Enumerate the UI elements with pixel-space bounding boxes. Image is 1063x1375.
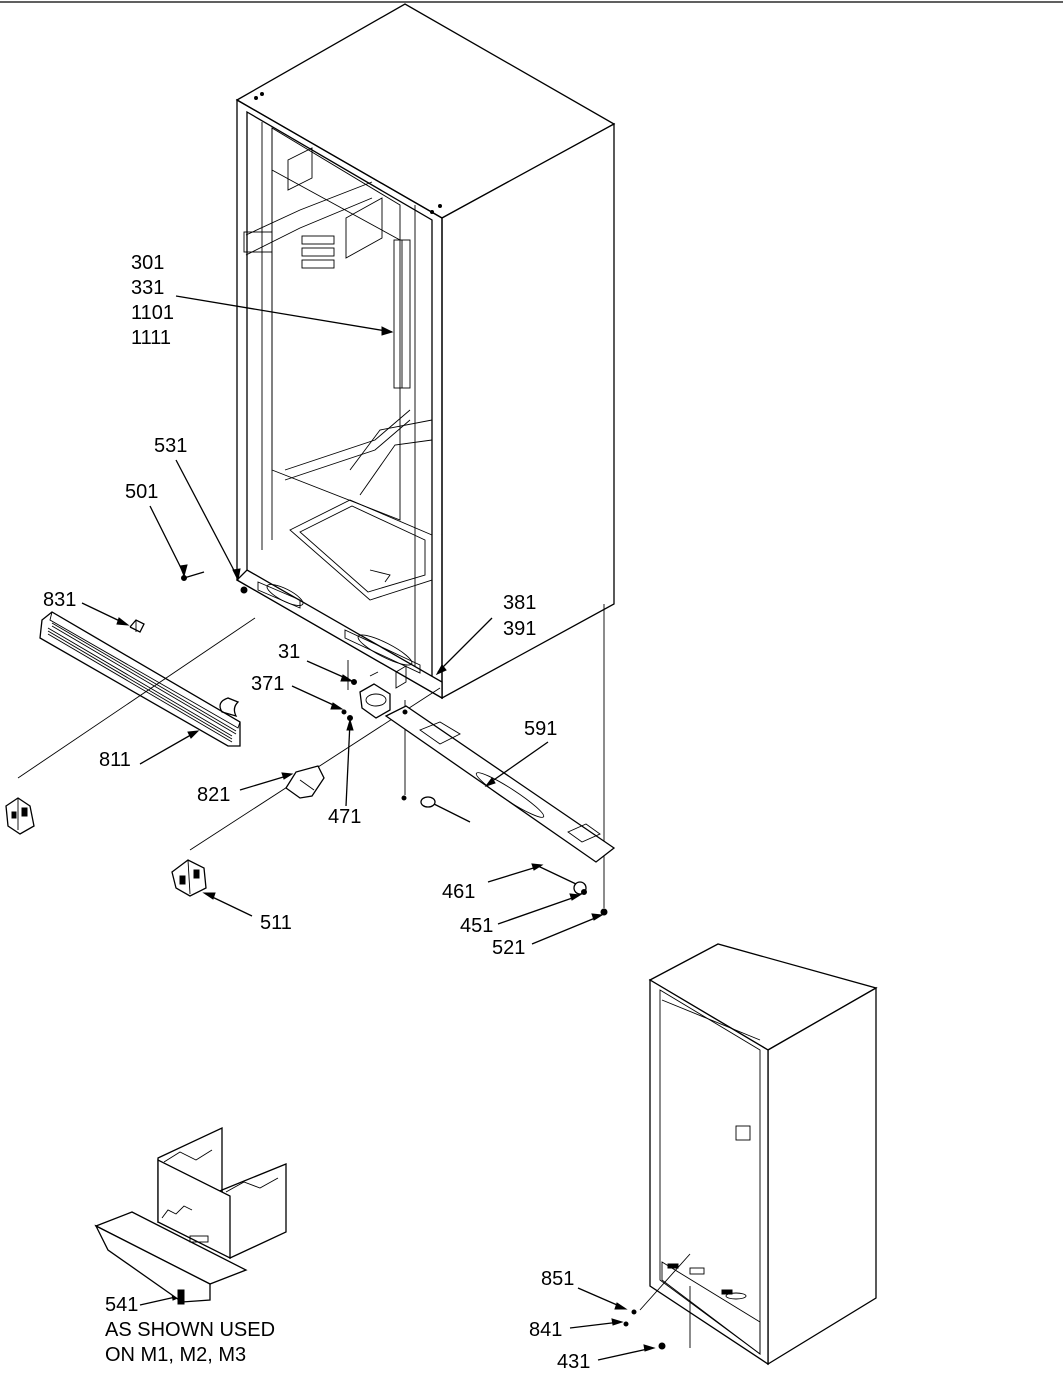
callout-591: 591	[524, 718, 558, 740]
callout-841: 841	[529, 1319, 563, 1341]
rear-roller	[537, 865, 608, 916]
callout-331: 331	[131, 277, 165, 299]
callout-831: 831	[43, 589, 77, 611]
base-bracket-541	[94, 1126, 287, 1305]
callout-541: 541	[105, 1294, 139, 1316]
callout-471: 471	[328, 806, 362, 828]
hinge-assembly	[285, 665, 407, 799]
toe-grille	[39, 611, 241, 747]
callout-381: 381	[503, 592, 537, 614]
callout-511: 511	[260, 912, 292, 934]
base-rail-591	[384, 705, 616, 863]
callout-521: 521	[492, 937, 526, 959]
leveling-leg-left	[5, 797, 35, 835]
roller-bracket-511	[171, 859, 207, 897]
callout-431: 431	[557, 1351, 591, 1373]
callout-371: 371	[251, 673, 285, 695]
callout-501: 501	[125, 481, 159, 503]
callout-851: 851	[541, 1268, 575, 1290]
callout-461: 461	[442, 881, 476, 903]
usage-note-line1: AS SHOWN USED	[105, 1319, 276, 1341]
callout-1111: 1111	[131, 327, 172, 349]
callout-531: 531	[154, 435, 188, 457]
callout-301: 301	[131, 252, 165, 274]
callout-811: 811	[99, 749, 131, 771]
callout-31: 31	[278, 641, 301, 663]
callout-821: 821	[197, 784, 231, 806]
callout-451: 451	[460, 915, 494, 937]
screws-501-531	[181, 571, 248, 594]
small-cabinet	[623, 943, 878, 1366]
leader-lines	[81, 295, 656, 1361]
callout-391: 391	[503, 618, 537, 640]
main-cabinet	[235, 3, 616, 700]
callout-1101: 1101	[131, 302, 175, 324]
usage-note-line2: ON M1, M2, M3	[105, 1344, 247, 1366]
